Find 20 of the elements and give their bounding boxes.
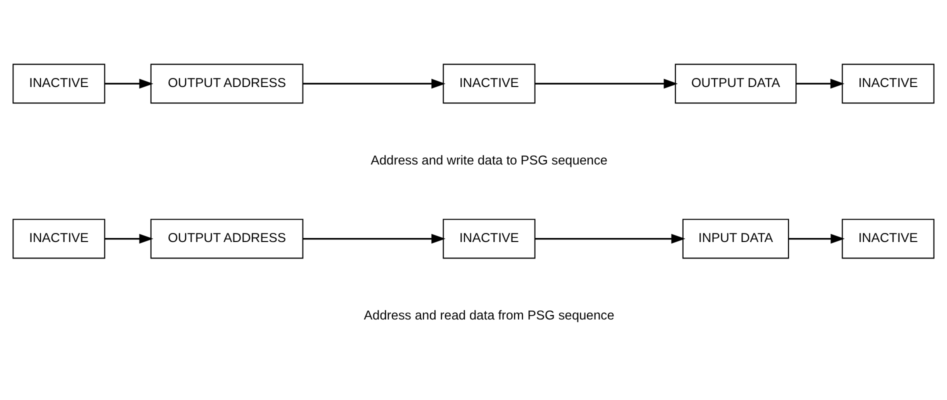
arrow — [796, 78, 844, 89]
arrow — [104, 78, 154, 89]
label: Address and read data from PSG sequence — [364, 308, 614, 323]
node-box: INACTIVE — [842, 64, 934, 104]
node-box: INACTIVE — [442, 218, 536, 259]
node-box: OUTPUT ADDRESS — [150, 64, 304, 104]
arrow — [535, 78, 678, 89]
node-box: INACTIVE — [442, 64, 536, 104]
arrow — [535, 234, 686, 244]
arrow — [104, 234, 154, 244]
label: Address and write data to PSG sequence — [370, 152, 608, 168]
arrow — [302, 234, 446, 244]
node-box: INACTIVE — [842, 218, 934, 259]
node-box: INPUT DATA — [682, 218, 790, 259]
arrow — [788, 234, 845, 244]
node-box: OUTPUT ADDRESS — [150, 218, 304, 259]
arrow — [302, 78, 446, 89]
node-box: OUTPUT DATA — [674, 64, 797, 104]
node-box: INACTIVE — [12, 218, 106, 259]
node-box: INACTIVE — [12, 64, 106, 104]
